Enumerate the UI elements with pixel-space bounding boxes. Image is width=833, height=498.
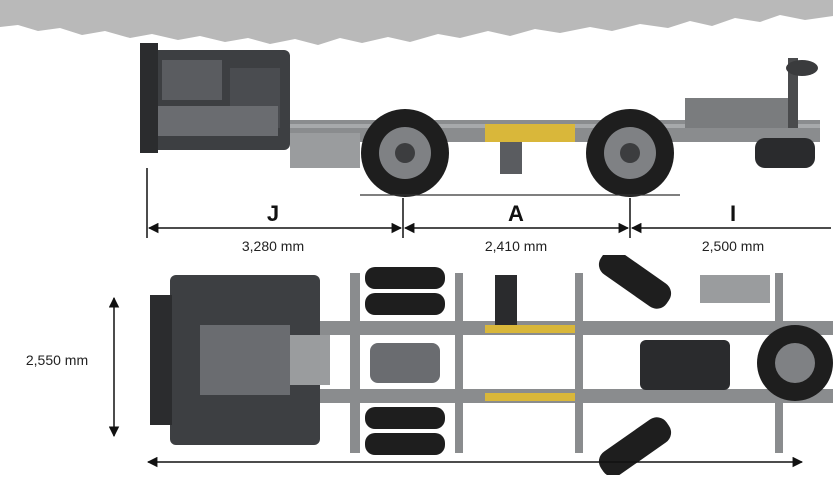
wheelbase-value: 2,410 mm xyxy=(484,238,548,254)
side-front-wheel xyxy=(361,109,449,197)
top-yellow-upper xyxy=(485,325,575,333)
rear-overhang-letter: I xyxy=(729,201,737,226)
wheelbase-letter: A xyxy=(508,201,524,226)
side-yellow-section xyxy=(485,124,575,142)
chassis-top-view xyxy=(150,255,833,475)
chassis-side-view xyxy=(140,43,820,197)
front-overhang-value: 3,280 mm xyxy=(241,238,305,254)
top-yellow-lower xyxy=(485,393,575,401)
side-rear-wheel xyxy=(586,109,674,197)
torn-paper-header xyxy=(0,0,833,45)
side-radiator xyxy=(140,43,158,153)
top-front-tires xyxy=(365,267,445,455)
width-value: 2,550 mm xyxy=(25,352,89,368)
front-overhang-letter: J xyxy=(266,201,280,226)
rear-overhang-value: 2,500 mm xyxy=(701,238,765,254)
